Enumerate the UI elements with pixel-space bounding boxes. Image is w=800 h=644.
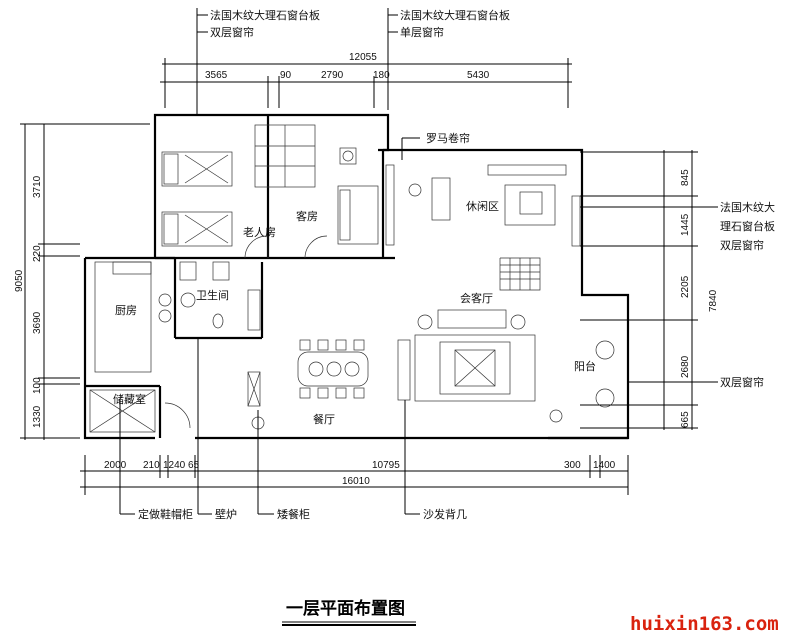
room-dining: 餐厅 [313,412,335,426]
bottom-dim-2: 210 [143,460,160,471]
room-living: 会客厅 [460,291,493,305]
right-total-dim: 7840 [708,289,719,312]
watermark: huixin163.com [630,613,779,635]
right-dim-3: 2205 [680,275,691,298]
top-callouts: 法国木纹大理石窗台板 双层窗帘 法国木纹大理石窗台板 单层窗帘 [196,8,510,115]
room-elder: 老人房 [243,226,276,239]
bottom-dim-5: 10795 [372,460,400,471]
label-shoe-cabinet: 定做鞋帽柜 [138,507,193,521]
top-dim-2: 90 [280,70,292,81]
callout-sill-line1: 法国木纹大 [720,200,775,214]
bottom-dim-1: 2000 [104,460,127,471]
bottom-dimensions: 2000 210 1240 65 10795 300 1400 16010 [80,455,629,495]
right-callouts: 罗马卷帘 法国木纹大 理石窗台板 双层窗帘 双层窗帘 [401,131,775,389]
bottom-labels: 定做鞋帽柜 壁炉 矮餐柜 沙发背几 [119,338,467,521]
callout-curtain-4: 双层窗帘 [720,375,764,389]
room-bathroom: 卫生间 [196,288,229,302]
room-kitchen: 厨房 [115,304,137,317]
right-dim-5: 665 [680,411,691,428]
bottom-total-dim: 16010 [342,476,370,487]
callout-roman-blind: 罗马卷帘 [426,131,470,145]
callout-marble-sill-1: 法国木纹大理石窗台板 [210,8,320,22]
top-dim-1: 3565 [205,70,228,81]
room-labels: 老人房 客房 休闲区 卫生间 厨房 会客厅 阳台 餐厅 储藏室 [113,199,596,426]
left-dimensions: 3710 220 3690 100 1330 9050 [14,123,150,440]
callout-sill-line2: 理石窗台板 [720,219,775,233]
walls [83,113,630,440]
room-lounge: 休闲区 [466,199,499,213]
room-storage: 储藏室 [113,392,146,406]
callout-curtain-1: 双层窗帘 [210,25,254,39]
top-dim-5: 5430 [467,70,490,81]
top-dim-4: 180 [373,70,390,81]
right-dim-1: 845 [680,169,691,186]
left-dim-4: 100 [32,377,43,394]
callout-marble-sill-2: 法国木纹大理石窗台板 [400,8,510,22]
callout-curtain-3: 双层窗帘 [720,238,764,252]
room-guest: 客房 [296,209,318,223]
right-dim-4: 2680 [680,355,691,378]
bottom-dim-6: 300 [564,460,581,471]
bottom-dim-7: 1400 [593,460,616,471]
right-dimensions: 845 1445 2205 2680 665 7840 [580,150,719,430]
left-dim-3: 3690 [32,311,43,334]
label-sofa-back-table: 沙发背几 [423,507,467,521]
label-fireplace: 壁炉 [215,507,237,521]
bottom-dim-3: 1240 [163,460,186,471]
drawing-title: 一层平面布置图 [286,598,405,619]
room-balcony: 阳台 [574,359,596,373]
right-dim-2: 1445 [680,213,691,236]
left-total-dim: 9050 [14,269,25,292]
left-dim-1: 3710 [32,175,43,198]
top-dim-3: 2790 [321,70,344,81]
callout-curtain-2: 单层窗帘 [400,25,444,39]
top-total-dim: 12055 [349,52,377,63]
left-dim-2: 220 [32,245,43,262]
top-dimensions: 12055 3565 90 2790 180 5430 [160,52,572,108]
left-dim-5: 1330 [32,405,43,428]
title-block: 一层平面布置图 [282,598,416,626]
label-sideboard: 矮餐柜 [277,507,310,521]
furniture [89,124,615,433]
bottom-dim-4: 65 [188,460,200,471]
